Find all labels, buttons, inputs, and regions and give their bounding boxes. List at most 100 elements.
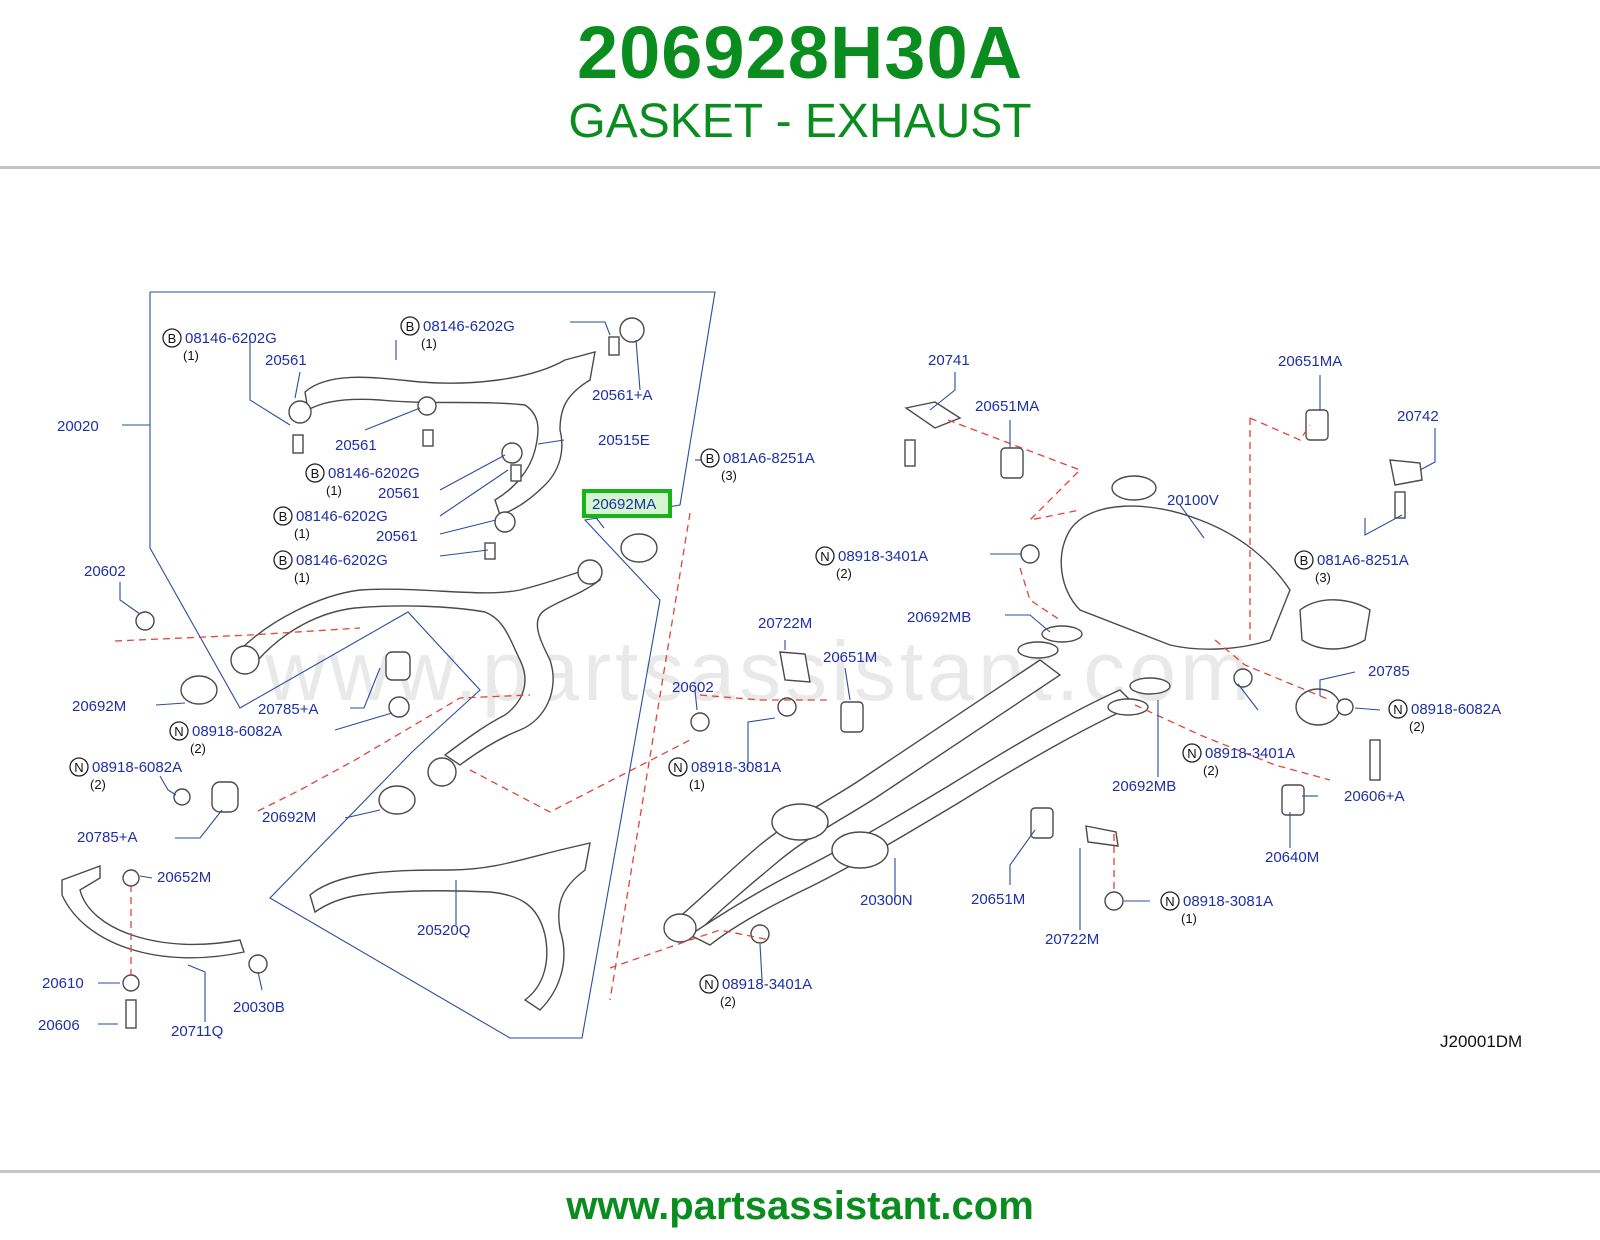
part-number-label[interactable]: 20692M xyxy=(262,809,316,826)
highlighted-part-label[interactable]: 20692MA xyxy=(592,496,656,513)
part-number-label[interactable]: 20561 xyxy=(335,437,377,454)
part-number-label[interactable]: 20520Q xyxy=(417,922,470,939)
part-label-20561[interactable]: 20561 xyxy=(376,528,418,545)
part-number-label[interactable]: 20692M xyxy=(72,698,126,715)
part-label-20602[interactable]: 20602 xyxy=(672,679,714,696)
part-number-label[interactable]: 08146-6202G xyxy=(296,552,388,569)
part-number-label[interactable]: 20606+A xyxy=(1344,788,1404,805)
part-number-label[interactable]: 20030B xyxy=(233,999,285,1016)
part-label-20602[interactable]: 20602 xyxy=(84,563,126,580)
part-label-20651MA[interactable]: 20651MA xyxy=(1278,353,1342,370)
part-number-label[interactable]: 20651MA xyxy=(1278,353,1342,370)
part-label-20020[interactable]: 20020 xyxy=(57,418,99,435)
footer-url[interactable]: www.partsassistant.com xyxy=(566,1184,1034,1228)
part-number-label[interactable]: 20606 xyxy=(38,1017,80,1034)
part-label-20785+A[interactable]: 20785+A xyxy=(77,829,137,846)
part-label-20030B[interactable]: 20030B xyxy=(233,999,285,1016)
part-number-label[interactable]: 08918-3081A xyxy=(691,759,781,776)
part-number-label[interactable]: 08146-6202G xyxy=(185,330,277,347)
part-number-label[interactable]: 081A6-8251A xyxy=(1317,552,1409,569)
part-number-label[interactable]: 081A6-8251A xyxy=(723,450,815,467)
part-number-label[interactable]: 20651MA xyxy=(975,398,1039,415)
part-number-label[interactable]: 20561 xyxy=(376,528,418,545)
part-number-label[interactable]: 20020 xyxy=(57,418,99,435)
part-number-label[interactable]: 20785+A xyxy=(258,701,318,718)
part-number-label[interactable]: 20711Q xyxy=(171,1023,223,1040)
part-label-20651M[interactable]: 20651M xyxy=(971,891,1025,908)
part-label-20610[interactable]: 20610 xyxy=(42,975,84,992)
part-label-20692MB[interactable]: 20692MB xyxy=(1112,778,1176,795)
part-number-label[interactable]: 20561 xyxy=(378,485,420,502)
part-number-label[interactable]: 08918-6082A xyxy=(92,759,182,776)
part-number-label[interactable]: 20692MB xyxy=(907,609,971,626)
part-number-label[interactable]: 20785+A xyxy=(77,829,137,846)
part-number-label[interactable]: 20722M xyxy=(758,615,812,632)
part-label-20100V[interactable]: 20100V xyxy=(1167,492,1219,509)
part-label-20520Q[interactable]: 20520Q xyxy=(417,922,470,939)
part-label-20561+A[interactable]: 20561+A xyxy=(592,387,652,404)
part-number-label[interactable]: 20742 xyxy=(1397,408,1439,425)
part-number-label[interactable]: 08918-3401A xyxy=(1205,745,1295,762)
part-number-label[interactable]: 20651M xyxy=(823,649,877,666)
part-number-label[interactable]: 20602 xyxy=(84,563,126,580)
part-number-label[interactable]: 20640M xyxy=(1265,849,1319,866)
part-label-20742[interactable]: 20742 xyxy=(1397,408,1439,425)
part-label-20722M[interactable]: 20722M xyxy=(758,615,812,632)
part-label-20785+A[interactable]: 20785+A xyxy=(258,701,318,718)
part-number-label[interactable]: 20652M xyxy=(157,869,211,886)
part-label-20515E[interactable]: 20515E xyxy=(598,432,650,449)
part-number-label[interactable]: 20610 xyxy=(42,975,84,992)
part-label-20651M[interactable]: 20651M xyxy=(823,649,877,666)
part-label-20741[interactable]: 20741 xyxy=(928,352,970,369)
part-label-20785[interactable]: 20785 xyxy=(1368,663,1410,680)
part-number-label[interactable]: 20561+A xyxy=(592,387,652,404)
part-number-label[interactable]: 20692MB xyxy=(1112,778,1176,795)
part-label-20692MB[interactable]: 20692MB xyxy=(907,609,971,626)
part-number-label[interactable]: 20300N xyxy=(860,892,913,909)
part-label-20652M[interactable]: 20652M xyxy=(157,869,211,886)
part-number-label[interactable]: 08146-6202G xyxy=(328,465,420,482)
part-label-20561[interactable]: 20561 xyxy=(378,485,420,502)
part-number-label[interactable]: 08146-6202G xyxy=(296,508,388,525)
part-number-label[interactable]: 20785 xyxy=(1368,663,1410,680)
part-label-20692M[interactable]: 20692M xyxy=(262,809,316,826)
part-label-20561[interactable]: 20561 xyxy=(335,437,377,454)
part-number-label[interactable]: 08146-6202G xyxy=(423,318,515,335)
part-number-label[interactable]: 08918-6082A xyxy=(1411,701,1501,718)
part-number-label[interactable]: 20515E xyxy=(598,432,650,449)
part-number-label[interactable]: 20741 xyxy=(928,352,970,369)
part-number-label[interactable]: 08918-6082A xyxy=(192,723,282,740)
part-label-20692M[interactable]: 20692M xyxy=(72,698,126,715)
part-number-label[interactable]: 08918-3401A xyxy=(838,548,928,565)
part-number-label[interactable]: 20722M xyxy=(1045,931,1099,948)
part-label-20640M[interactable]: 20640M xyxy=(1265,849,1319,866)
part-label-20300N[interactable]: 20300N xyxy=(860,892,913,909)
part-label-20606+A[interactable]: 20606+A xyxy=(1344,788,1404,805)
part-number-label[interactable]: 20100V xyxy=(1167,492,1219,509)
part-number-label[interactable]: 20651M xyxy=(971,891,1025,908)
part-label-20722M[interactable]: 20722M xyxy=(1045,931,1099,948)
part-label-20606[interactable]: 20606 xyxy=(38,1017,80,1034)
part-number-label[interactable]: 20561 xyxy=(265,352,307,369)
part-number-label[interactable]: 08918-3081A xyxy=(1183,893,1273,910)
part-label-20651MA[interactable]: 20651MA xyxy=(975,398,1039,415)
part-number-label[interactable]: 08918-3401A xyxy=(722,976,812,993)
part-label-20711Q[interactable]: 20711Q xyxy=(171,1023,223,1040)
part-label-20561[interactable]: 20561 xyxy=(265,352,307,369)
part-number-label[interactable]: 20602 xyxy=(672,679,714,696)
